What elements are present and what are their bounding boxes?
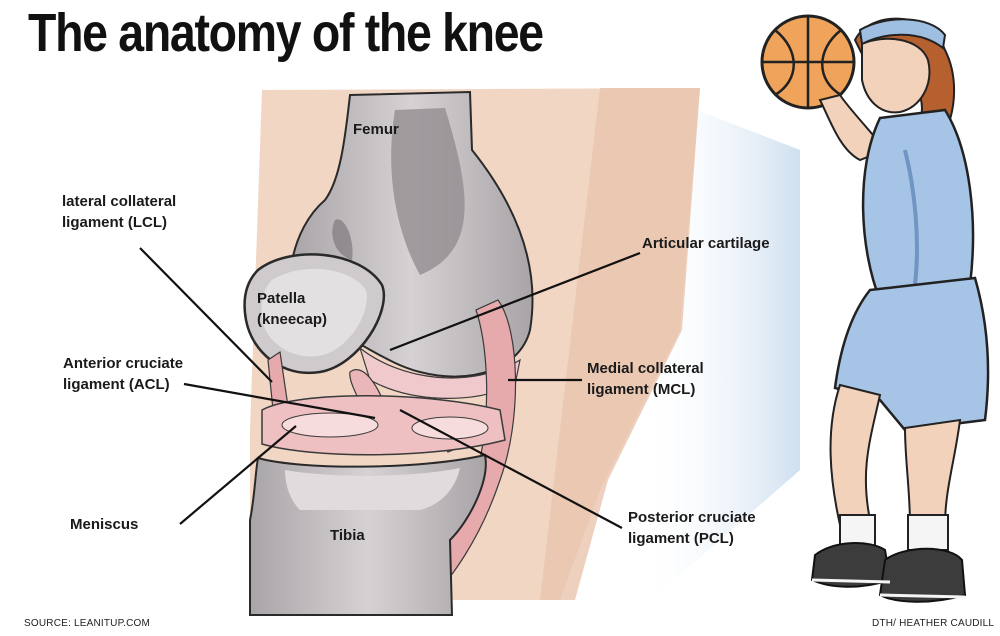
leader-pcl — [399, 409, 623, 529]
leader-lines — [139, 247, 641, 529]
meniscus-inner — [281, 412, 379, 438]
label-mcl-line2: ligament (MCL) — [587, 381, 696, 398]
leader-lcl — [139, 247, 273, 383]
label-lcl-line1: lateral collateral — [62, 193, 177, 210]
basketball-player-illustration — [760, 14, 990, 603]
leader-meniscus — [179, 425, 297, 525]
label-pcl-line1: Posterior cruciate — [628, 509, 756, 526]
patella-bone — [243, 253, 385, 375]
label-articular-cartilage: Articular cartilage — [642, 233, 770, 254]
label-patella-line2: (kneecap) — [257, 311, 328, 328]
leader-acl — [183, 382, 376, 420]
leader-articular — [389, 251, 641, 352]
label-articular-text: Articular cartilage — [642, 235, 770, 252]
label-patella-line1: Patella — [257, 290, 306, 307]
label-acl: Anterior cruciate ligament (ACL) — [63, 353, 183, 395]
source-credit: SOURCE: LEANITUP.COM — [24, 618, 151, 629]
label-femur-text: Femur — [353, 121, 399, 138]
label-mcl: Medial collateral ligament (MCL) — [587, 358, 704, 400]
label-tibia-text: Tibia — [330, 527, 365, 544]
label-tibia: Tibia — [330, 525, 365, 546]
label-meniscus-text: Meniscus — [70, 516, 139, 533]
label-pcl-line2: ligament (PCL) — [628, 530, 734, 547]
label-acl-line1: Anterior cruciate — [63, 355, 184, 372]
label-femur: Femur — [353, 119, 399, 140]
basketball-icon — [760, 14, 856, 110]
meniscus — [261, 395, 506, 456]
label-pcl: Posterior cruciate ligament (PCL) — [628, 507, 756, 549]
articular-cartilage — [358, 346, 521, 399]
label-meniscus: Meniscus — [70, 514, 138, 535]
tibia-bone — [249, 453, 487, 616]
label-mcl-line1: Medial collateral — [587, 360, 704, 377]
meniscus-inner-2 — [411, 416, 489, 440]
label-lcl: lateral collateral ligament (LCL) — [62, 191, 176, 233]
artist-credit: DTH/ HEATHER CAUDILL — [872, 618, 995, 629]
label-patella: Patella (kneecap) — [257, 288, 327, 330]
label-acl-line2: ligament (ACL) — [63, 376, 170, 393]
leg-skin-shadow — [540, 88, 700, 600]
page-title: The anatomy of the knee — [28, 3, 544, 63]
label-lcl-line2: ligament (LCL) — [62, 214, 167, 231]
